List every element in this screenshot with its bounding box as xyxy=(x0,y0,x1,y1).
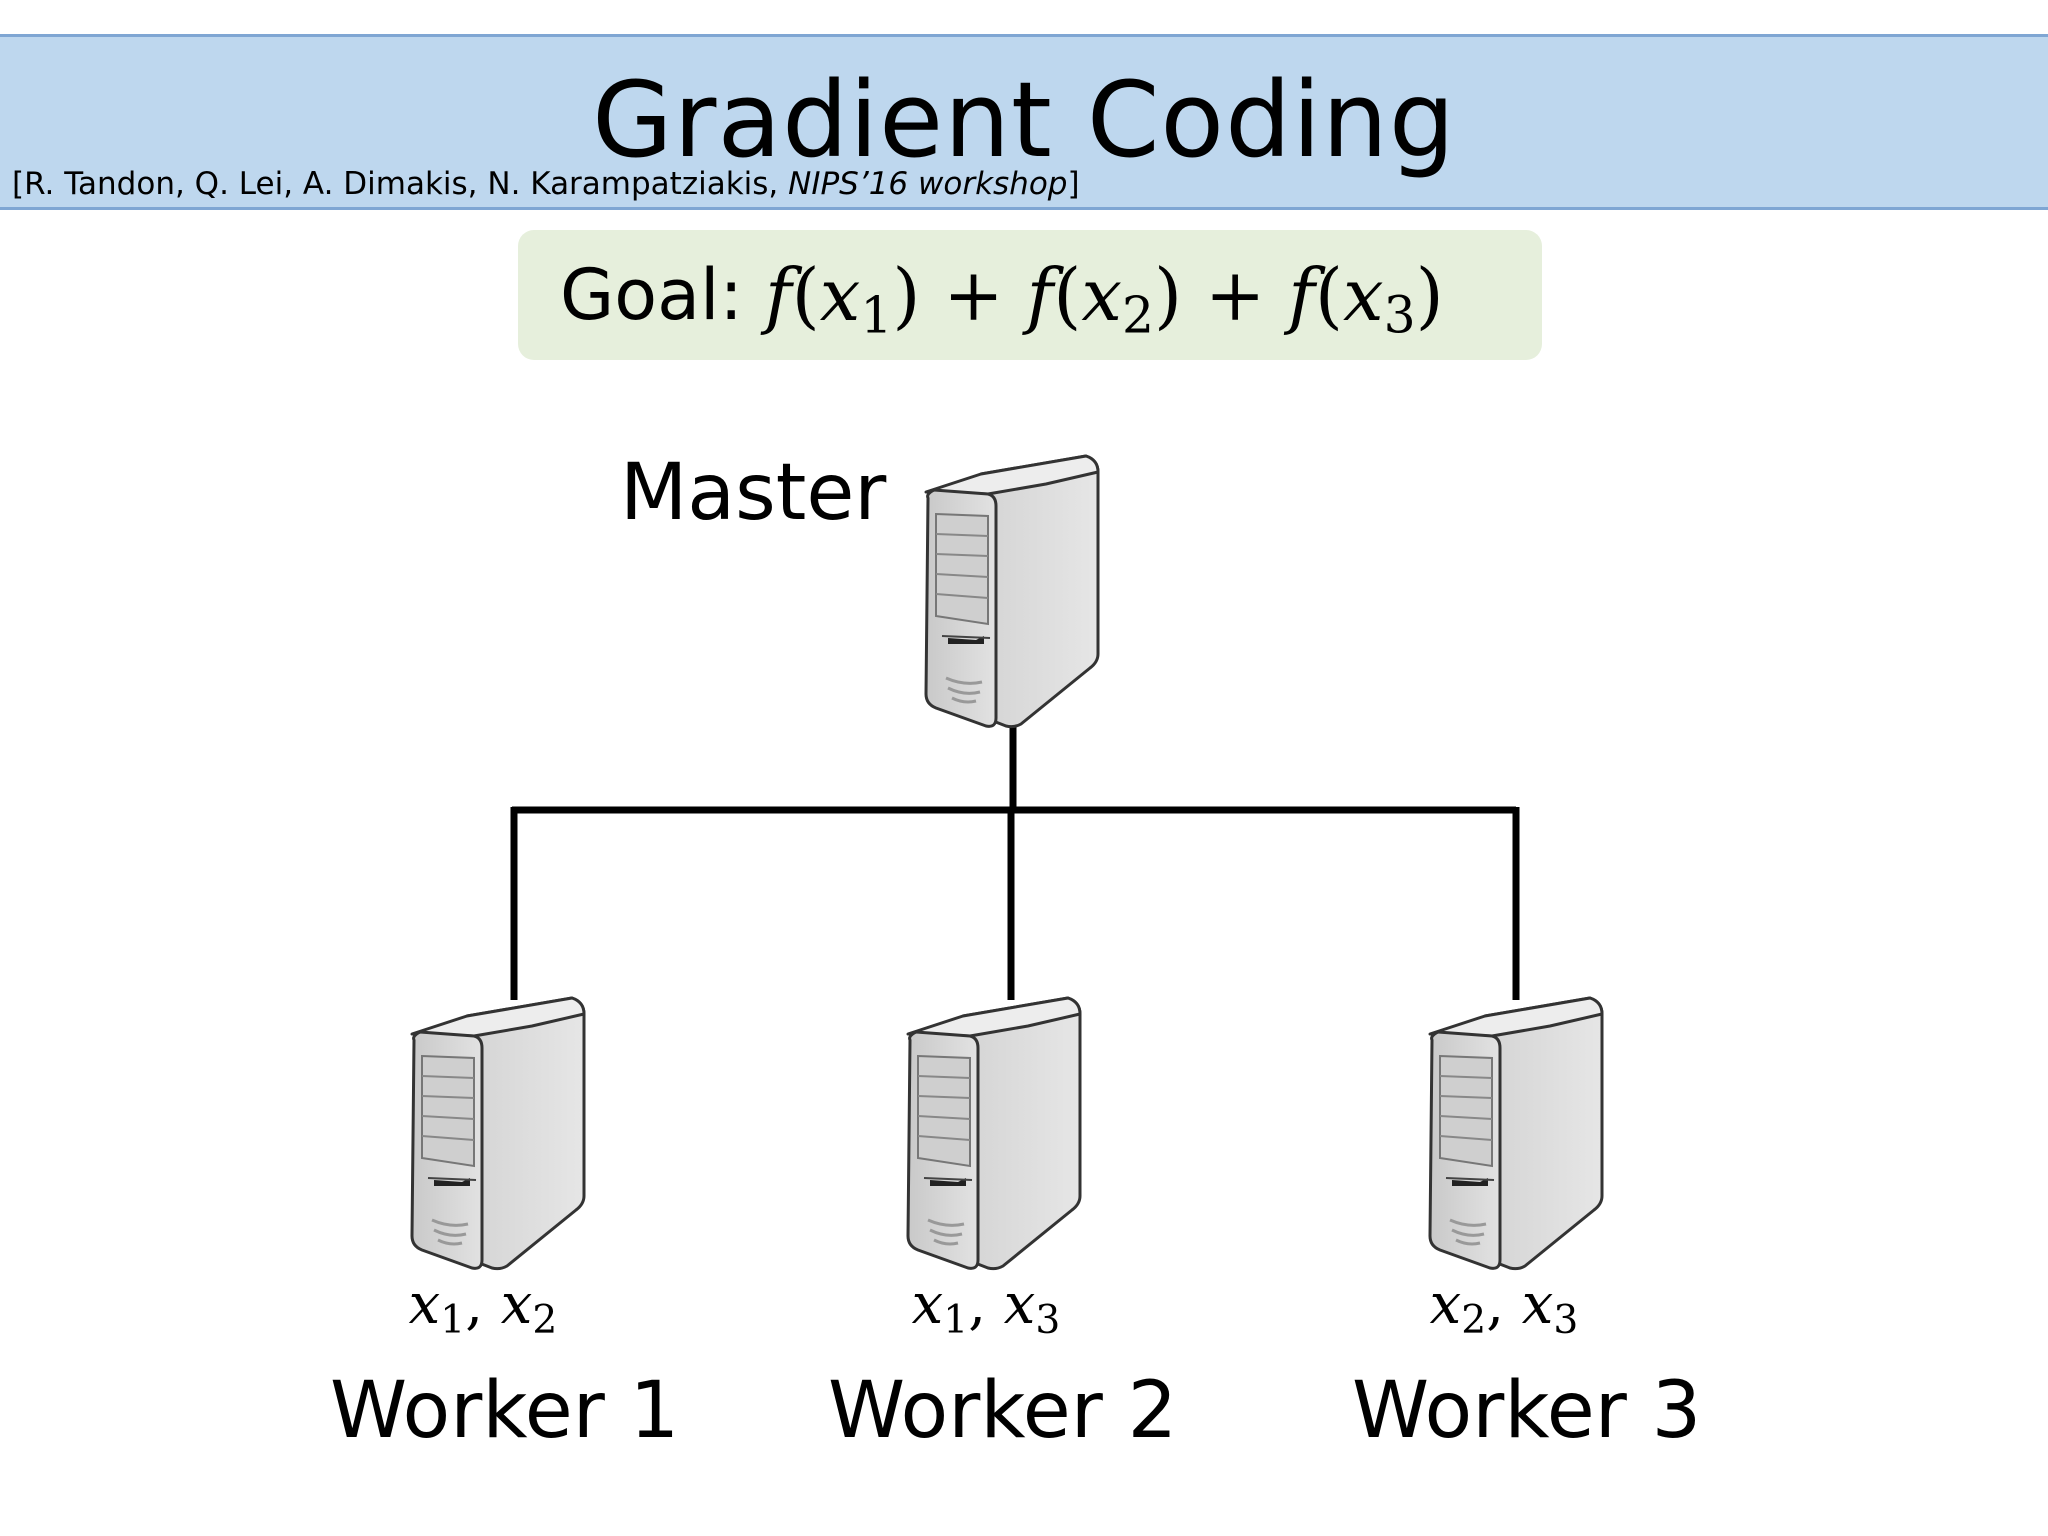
citation-authors: [R. Tandon, Q. Lei, A. Dimakis, N. Karam… xyxy=(12,166,789,202)
goal-operator-1: + xyxy=(943,253,1004,337)
goal-operator-2: + xyxy=(1205,253,1266,337)
worker-3-data: x2, x3 xyxy=(1429,1272,1579,1343)
goal-term-2: f(x2) xyxy=(1026,253,1183,345)
worker-3-label: Worker 3 xyxy=(1352,1366,1702,1456)
worker-2-data: x1, x3 xyxy=(911,1272,1061,1343)
goal-term-3: f(x3) xyxy=(1288,253,1444,345)
slide-title: Gradient Coding xyxy=(592,59,1456,181)
goal-label: Goal: xyxy=(560,254,743,336)
worker-2-server-icon xyxy=(906,996,1082,1271)
citation: [R. Tandon, Q. Lei, A. Dimakis, N. Karam… xyxy=(12,164,1080,204)
title-bar xyxy=(0,34,2048,210)
worker-1-label: Worker 1 xyxy=(330,1366,680,1456)
master-label: Master xyxy=(620,448,887,538)
citation-venue: NIPS’16 workshop xyxy=(788,166,1068,202)
goal-expression: f(x1) + f(x2) + f(x3) xyxy=(765,253,1444,345)
goal-term-1: f(x1) xyxy=(765,253,921,345)
worker-1-server-icon xyxy=(410,996,586,1271)
worker-2-label: Worker 2 xyxy=(828,1366,1178,1456)
worker-1-data: x1, x2 xyxy=(408,1272,558,1343)
master-server-icon xyxy=(924,454,1100,729)
citation-close: ] xyxy=(1067,166,1080,202)
goal-box: Goal: f(x1) + f(x2) + f(x3) xyxy=(518,230,1542,360)
worker-3-server-icon xyxy=(1428,996,1604,1271)
